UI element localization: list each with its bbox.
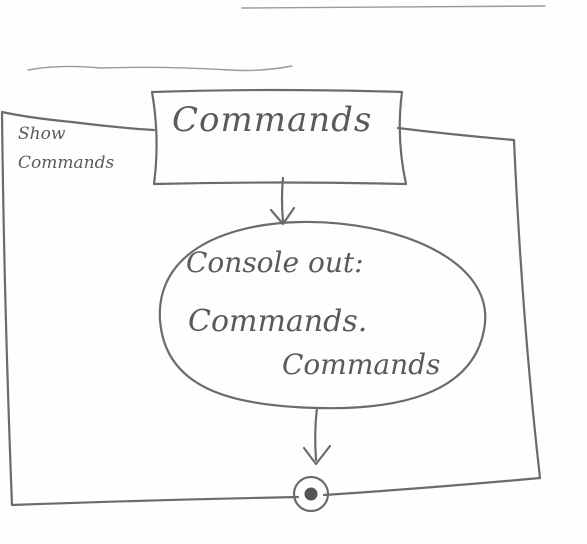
arrow-to-final bbox=[314, 406, 319, 462]
commands-state-box bbox=[150, 88, 408, 186]
guard-label-line1: Show bbox=[18, 124, 66, 144]
action-ellipse bbox=[158, 220, 487, 410]
state-label: Commands bbox=[172, 100, 373, 140]
arrow-to-final-head bbox=[302, 444, 332, 466]
loop-edge-left bbox=[0, 110, 300, 507]
final-node-outer bbox=[292, 475, 330, 513]
guard-label-line2: Commands bbox=[18, 153, 115, 173]
action-label-line1: Console out: bbox=[186, 246, 364, 279]
loop-edge-right bbox=[322, 126, 542, 497]
arrow-to-action bbox=[280, 176, 285, 224]
action-label-line3: Commands bbox=[282, 348, 441, 381]
smudge-top bbox=[241, 5, 546, 9]
smudge-faint-text bbox=[27, 65, 293, 72]
final-node-inner bbox=[304, 487, 318, 501]
arrow-to-action-head bbox=[269, 206, 296, 226]
action-label-line2: Commands. bbox=[188, 304, 368, 339]
